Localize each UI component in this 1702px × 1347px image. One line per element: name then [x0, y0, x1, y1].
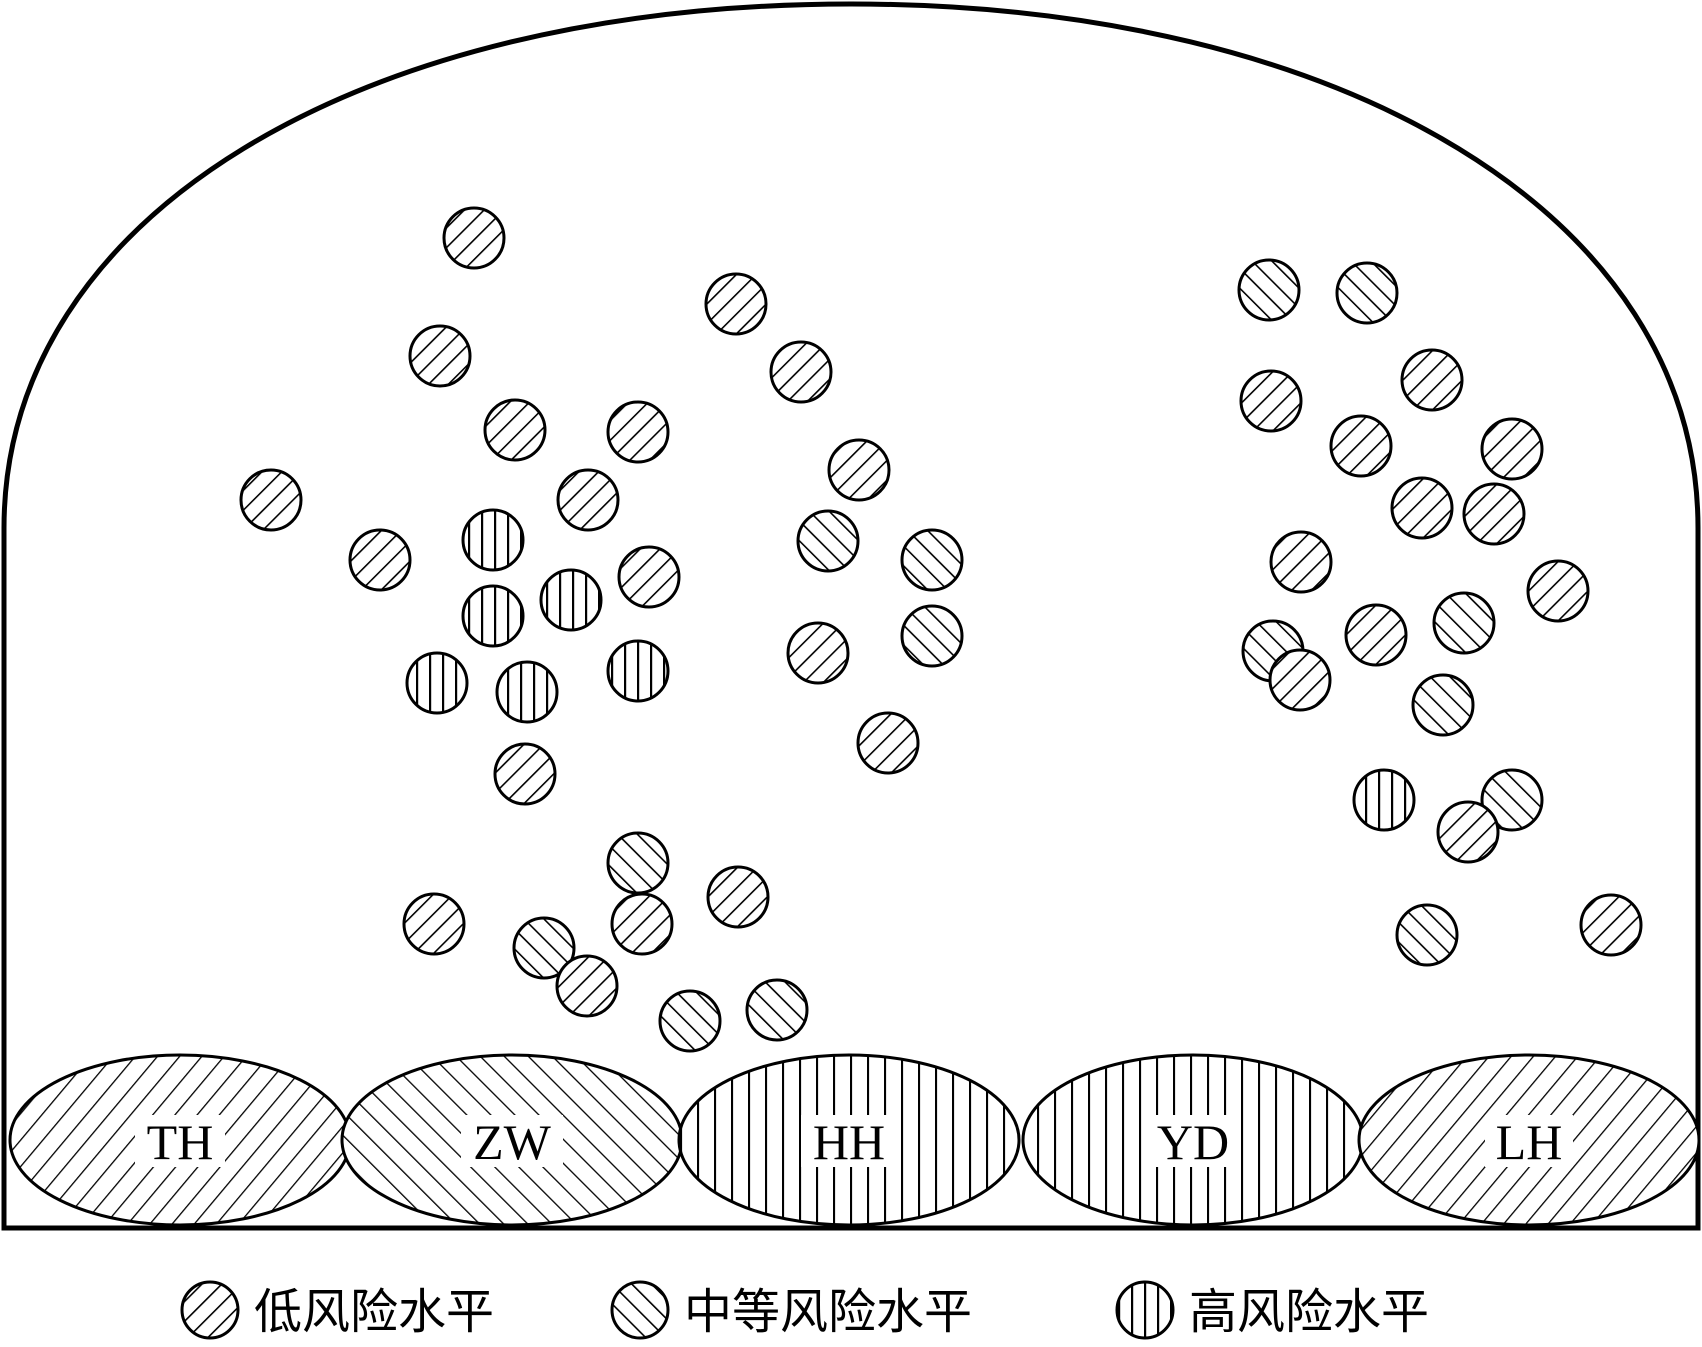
particle-low-risk [1526, 559, 1590, 623]
particle-low-risk [1269, 530, 1333, 594]
particle-high-risk [1352, 768, 1416, 832]
particle-medium-risk [796, 509, 860, 573]
particle-low-risk [1239, 369, 1303, 433]
particle-low-risk [493, 742, 557, 806]
particle-low-risk [348, 528, 412, 592]
particle-low-risk [617, 545, 681, 609]
legend: 低风险水平 中等风险水平 高风险水平 [180, 1280, 1429, 1340]
particle-low-risk [1462, 482, 1526, 546]
particle-low-risk [1579, 893, 1643, 957]
particle-low-risk [1400, 348, 1464, 412]
zone-layer: TH ZW HH YD LH [8, 1053, 1701, 1227]
particle-high-risk [606, 639, 670, 703]
legend-high-label: 高风险水平 [1189, 1284, 1429, 1340]
particle-low-risk [1436, 800, 1500, 864]
zone-yd-label-bg [1147, 1115, 1239, 1167]
particle-medium-risk [1480, 768, 1544, 832]
particle-medium-risk [658, 989, 722, 1053]
particle-low-risk [610, 892, 674, 956]
legend-high-swatch [1115, 1280, 1175, 1340]
particle-medium-risk [745, 978, 809, 1042]
particle-low-risk [556, 468, 620, 532]
particle-low-risk [786, 621, 850, 685]
zone-hh-label-bg [801, 1115, 897, 1167]
particle-low-risk [827, 438, 891, 502]
particle-medium-risk [1432, 591, 1496, 655]
particle-low-risk [402, 892, 466, 956]
particle-low-risk [442, 206, 506, 270]
zone-lh-label: LH [1496, 1114, 1563, 1170]
zone-hh-label: HH [813, 1114, 885, 1170]
zone-th-label: TH [147, 1114, 214, 1170]
zone-lh-label-bg [1485, 1115, 1573, 1167]
particle-low-risk [1344, 603, 1408, 667]
particle-low-risk [483, 398, 547, 462]
particle-high-risk [461, 508, 525, 572]
particle-medium-risk [1395, 903, 1459, 967]
particle-low-risk [408, 324, 472, 388]
zone-zw-label-bg [461, 1115, 563, 1167]
particle-medium-risk [512, 916, 576, 980]
particle-low-risk [769, 340, 833, 404]
legend-low-label: 低风险水平 [254, 1284, 494, 1340]
particle-low-risk [1480, 417, 1544, 481]
particle-high-risk [405, 651, 469, 715]
zone-yd-label: YD [1157, 1114, 1229, 1170]
particle-low-risk [1268, 648, 1332, 712]
particle-low-risk [706, 865, 770, 929]
particle-medium-risk [1335, 261, 1399, 325]
particle-low-risk [606, 400, 670, 464]
zone-zw-label: ZW [473, 1114, 552, 1170]
particle-high-risk [539, 568, 603, 632]
particle-low-risk [856, 711, 920, 775]
particle-low-risk [1329, 414, 1393, 478]
particle-low-risk [1390, 476, 1454, 540]
particle-low-risk [704, 272, 768, 336]
particle-medium-risk [900, 528, 964, 592]
legend-medium-swatch [610, 1280, 670, 1340]
particle-low-risk [239, 468, 303, 532]
particle-high-risk [495, 660, 559, 724]
particle-medium-risk [900, 604, 964, 668]
particle-medium-risk [1237, 258, 1301, 322]
legend-low-swatch [180, 1280, 240, 1340]
particle-high-risk [461, 584, 525, 648]
particle-medium-risk [1411, 673, 1475, 737]
legend-medium-label: 中等风险水平 [684, 1284, 972, 1340]
particle-layer [239, 206, 1643, 1053]
particle-low-risk [555, 954, 619, 1018]
zone-th-label-bg [135, 1115, 225, 1167]
particle-medium-risk [606, 831, 670, 895]
